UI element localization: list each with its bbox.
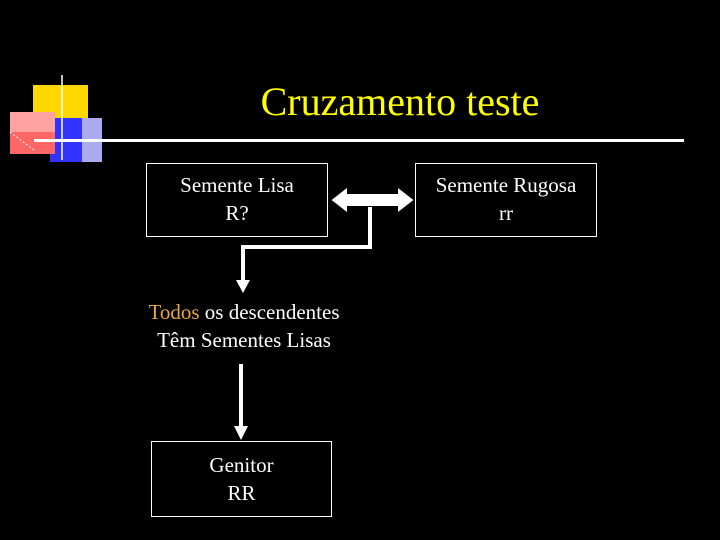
slide-title: Cruzamento teste [180,82,620,122]
box-genitor: Genitor RR [151,441,332,517]
result-highlight-word: Todos [148,300,199,324]
box-semente-lisa: Semente Lisa R? [146,163,328,237]
box-left-line1: Semente Lisa [147,171,327,199]
deco-white-overlay [10,112,55,132]
box-right-line2: rr [416,199,596,227]
decorative-squares-logo [0,70,110,170]
box-bottom-line2: RR [152,479,331,507]
result-line1: Todos os descendentes [100,298,388,326]
title-underline [34,139,684,142]
box-semente-rugosa: Semente Rugosa rr [415,163,597,237]
box-left-line2: R? [147,199,327,227]
box-right-line1: Semente Rugosa [416,171,596,199]
box-bottom-line1: Genitor [152,451,331,479]
elbow-arrowhead [236,280,250,293]
down-arrowhead [234,426,248,440]
result-line2: Têm Sementes Lisas [100,326,388,354]
double-arrow [330,186,415,214]
result-text: Todos os descendentes Têm Sementes Lisas [100,298,388,354]
result-line1-rest: os descendentes [200,300,340,324]
